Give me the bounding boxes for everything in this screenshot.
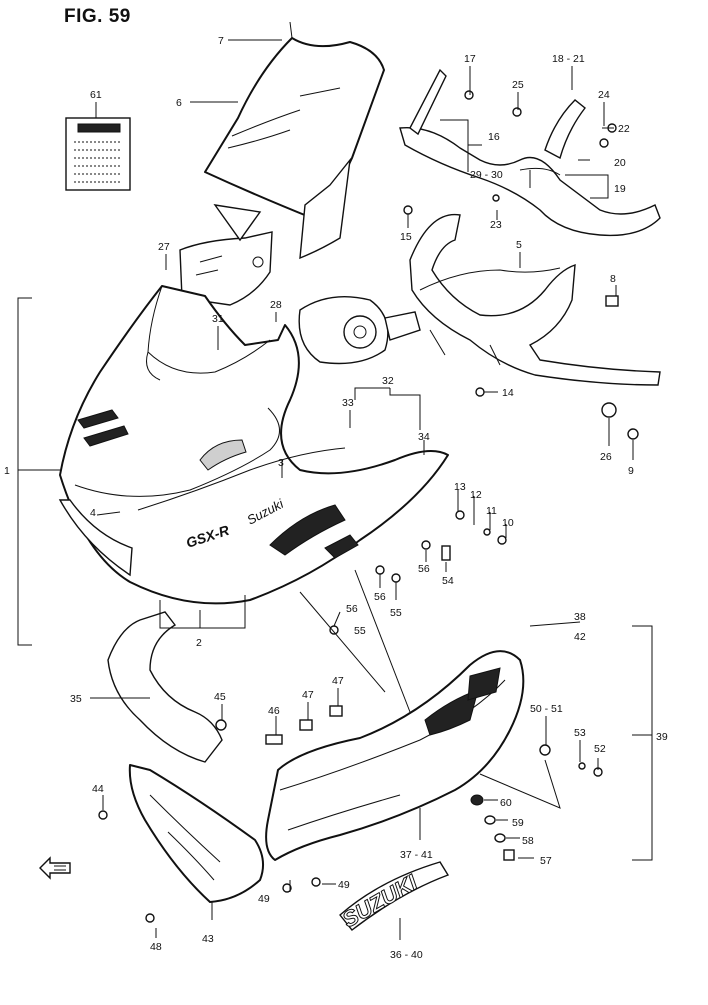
callout-c14: 14	[502, 387, 514, 399]
callout-c53: 53	[574, 727, 586, 739]
callout-c45: 45	[214, 691, 226, 703]
callout-c54: 54	[442, 575, 454, 587]
figure-title: FIG. 59	[64, 6, 131, 27]
cowling-stay	[409, 213, 661, 386]
brand-logo-decal: SUZUKI	[338, 869, 422, 932]
callout-c47a: 47	[302, 689, 314, 701]
callout-c32: 32	[382, 375, 394, 387]
upper-cowling	[58, 285, 449, 605]
callout-c9: 9	[628, 465, 634, 477]
callout-c20: 20	[614, 157, 626, 169]
callout-c28: 28	[270, 299, 282, 311]
callout-c5051: 50 - 51	[530, 703, 563, 715]
callout-c23: 23	[490, 219, 502, 231]
callout-c17: 17	[464, 53, 476, 65]
callout-c38: 38	[574, 611, 586, 623]
callout-c7: 7	[218, 35, 224, 47]
callout-c18: 18 - 21	[552, 53, 585, 65]
front-direction-arrow-icon	[39, 856, 71, 880]
windscreen	[204, 21, 385, 219]
callout-c57: 57	[540, 855, 552, 867]
callout-c43: 43	[202, 933, 214, 945]
callout-c61: 61	[90, 89, 102, 101]
callout-c1: 1	[4, 465, 10, 477]
callout-c58: 58	[522, 835, 534, 847]
callout-c42: 42	[574, 631, 586, 643]
fasteners	[98, 90, 639, 923]
side-panel	[128, 764, 265, 903]
callout-c46: 46	[268, 705, 280, 717]
callout-c3: 3	[278, 457, 284, 469]
callout-c10: 10	[502, 517, 514, 529]
callout-c33: 33	[342, 397, 354, 409]
callout-c5: 5	[516, 239, 522, 251]
callout-c35: 35	[70, 693, 82, 705]
callout-c2930: 29 - 30	[470, 169, 503, 181]
meter-panel	[179, 157, 352, 306]
callout-c26: 26	[600, 451, 612, 463]
callout-c55a: 55	[390, 607, 402, 619]
callout-c31: 31	[212, 313, 224, 325]
callout-c15: 15	[400, 231, 412, 243]
callout-c34: 34	[418, 431, 430, 443]
callout-c60: 60	[500, 797, 512, 809]
inner-panel	[107, 595, 246, 763]
callout-c39: 39	[656, 731, 668, 743]
callout-c13: 13	[454, 481, 466, 493]
caution-label-card	[65, 117, 131, 191]
callout-c52: 52	[594, 743, 606, 755]
upper-bracket	[399, 68, 661, 237]
callout-c22: 22	[618, 123, 630, 135]
callout-c59: 59	[512, 817, 524, 829]
callout-c49a: 49	[258, 893, 270, 905]
callout-c2: 2	[196, 637, 202, 649]
callout-c8: 8	[610, 273, 616, 285]
brand-decal-group: SUZUKI	[338, 861, 450, 933]
callout-c47b: 47	[332, 675, 344, 687]
callout-c48: 48	[150, 941, 162, 953]
callout-c56a: 56	[418, 563, 430, 575]
headlight-unit	[298, 295, 421, 365]
callout-c3640: 36 - 40	[390, 949, 423, 961]
callout-c25: 25	[512, 79, 524, 91]
callout-c44: 44	[92, 783, 104, 795]
under-cowling	[265, 650, 525, 861]
callout-c49b: 49	[338, 879, 350, 891]
callout-c56b: 56	[374, 591, 386, 603]
callout-c16: 16	[488, 131, 500, 143]
callout-c55b: 55	[354, 625, 366, 637]
callout-c56c: 56	[346, 603, 358, 615]
callout-c3741: 37 - 41	[400, 849, 433, 861]
callout-c27: 27	[158, 241, 170, 253]
leader-lines	[17, 39, 653, 940]
callout-c19: 19	[614, 183, 626, 195]
callout-c12: 12	[470, 489, 482, 501]
callout-c24: 24	[598, 89, 610, 101]
callout-c6: 6	[176, 97, 182, 109]
callout-c4: 4	[90, 507, 96, 519]
callout-c11: 11	[486, 505, 497, 517]
